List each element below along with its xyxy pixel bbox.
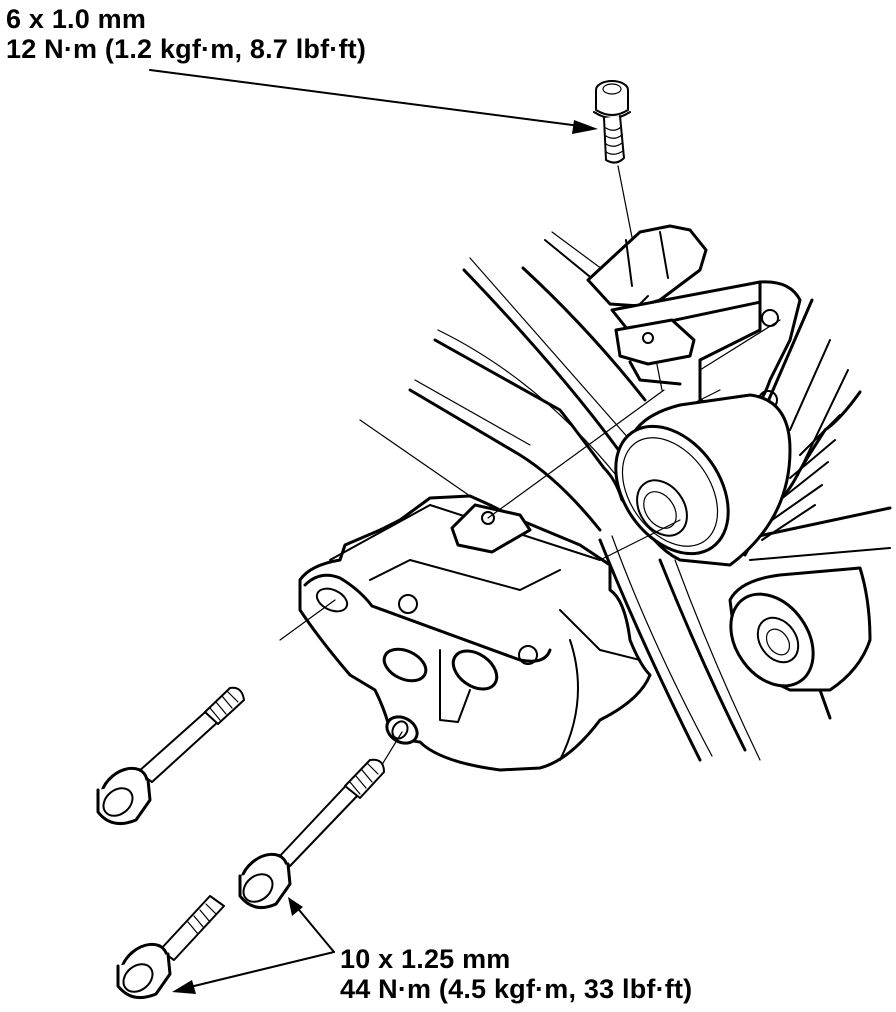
center-lines [279,389,665,769]
tensioner-pulley [614,393,792,567]
short-bolt [116,895,225,1000]
bottom-bolt-size: 10 x 1.25 mm [340,944,511,974]
lower-pulley [728,566,872,720]
top-bolt-size: 6 x 1.0 mm [6,4,147,34]
bottom-callout-arrows [172,897,335,994]
top-torque-callout: 6 x 1.0 mm 12 N·m (1.2 kgf·m, 8.7 lbf·ft… [6,4,366,64]
top-callout-arrow [149,69,598,134]
long-bolt-1 [96,686,245,826]
upper-bolt [593,80,663,391]
mount-bracket [298,419,681,772]
bottom-torque-callout: 10 x 1.25 mm 44 N·m (4.5 kgf·m, 33 lbf·f… [340,944,692,1004]
top-bolt-torque: 12 N·m (1.2 kgf·m, 8.7 lbf·ft) [6,34,367,64]
long-bolt-2 [238,758,385,910]
connector [586,224,802,422]
bottom-bolt-torque: 44 N·m (4.5 kgf·m, 33 lbf·ft) [340,974,693,1004]
